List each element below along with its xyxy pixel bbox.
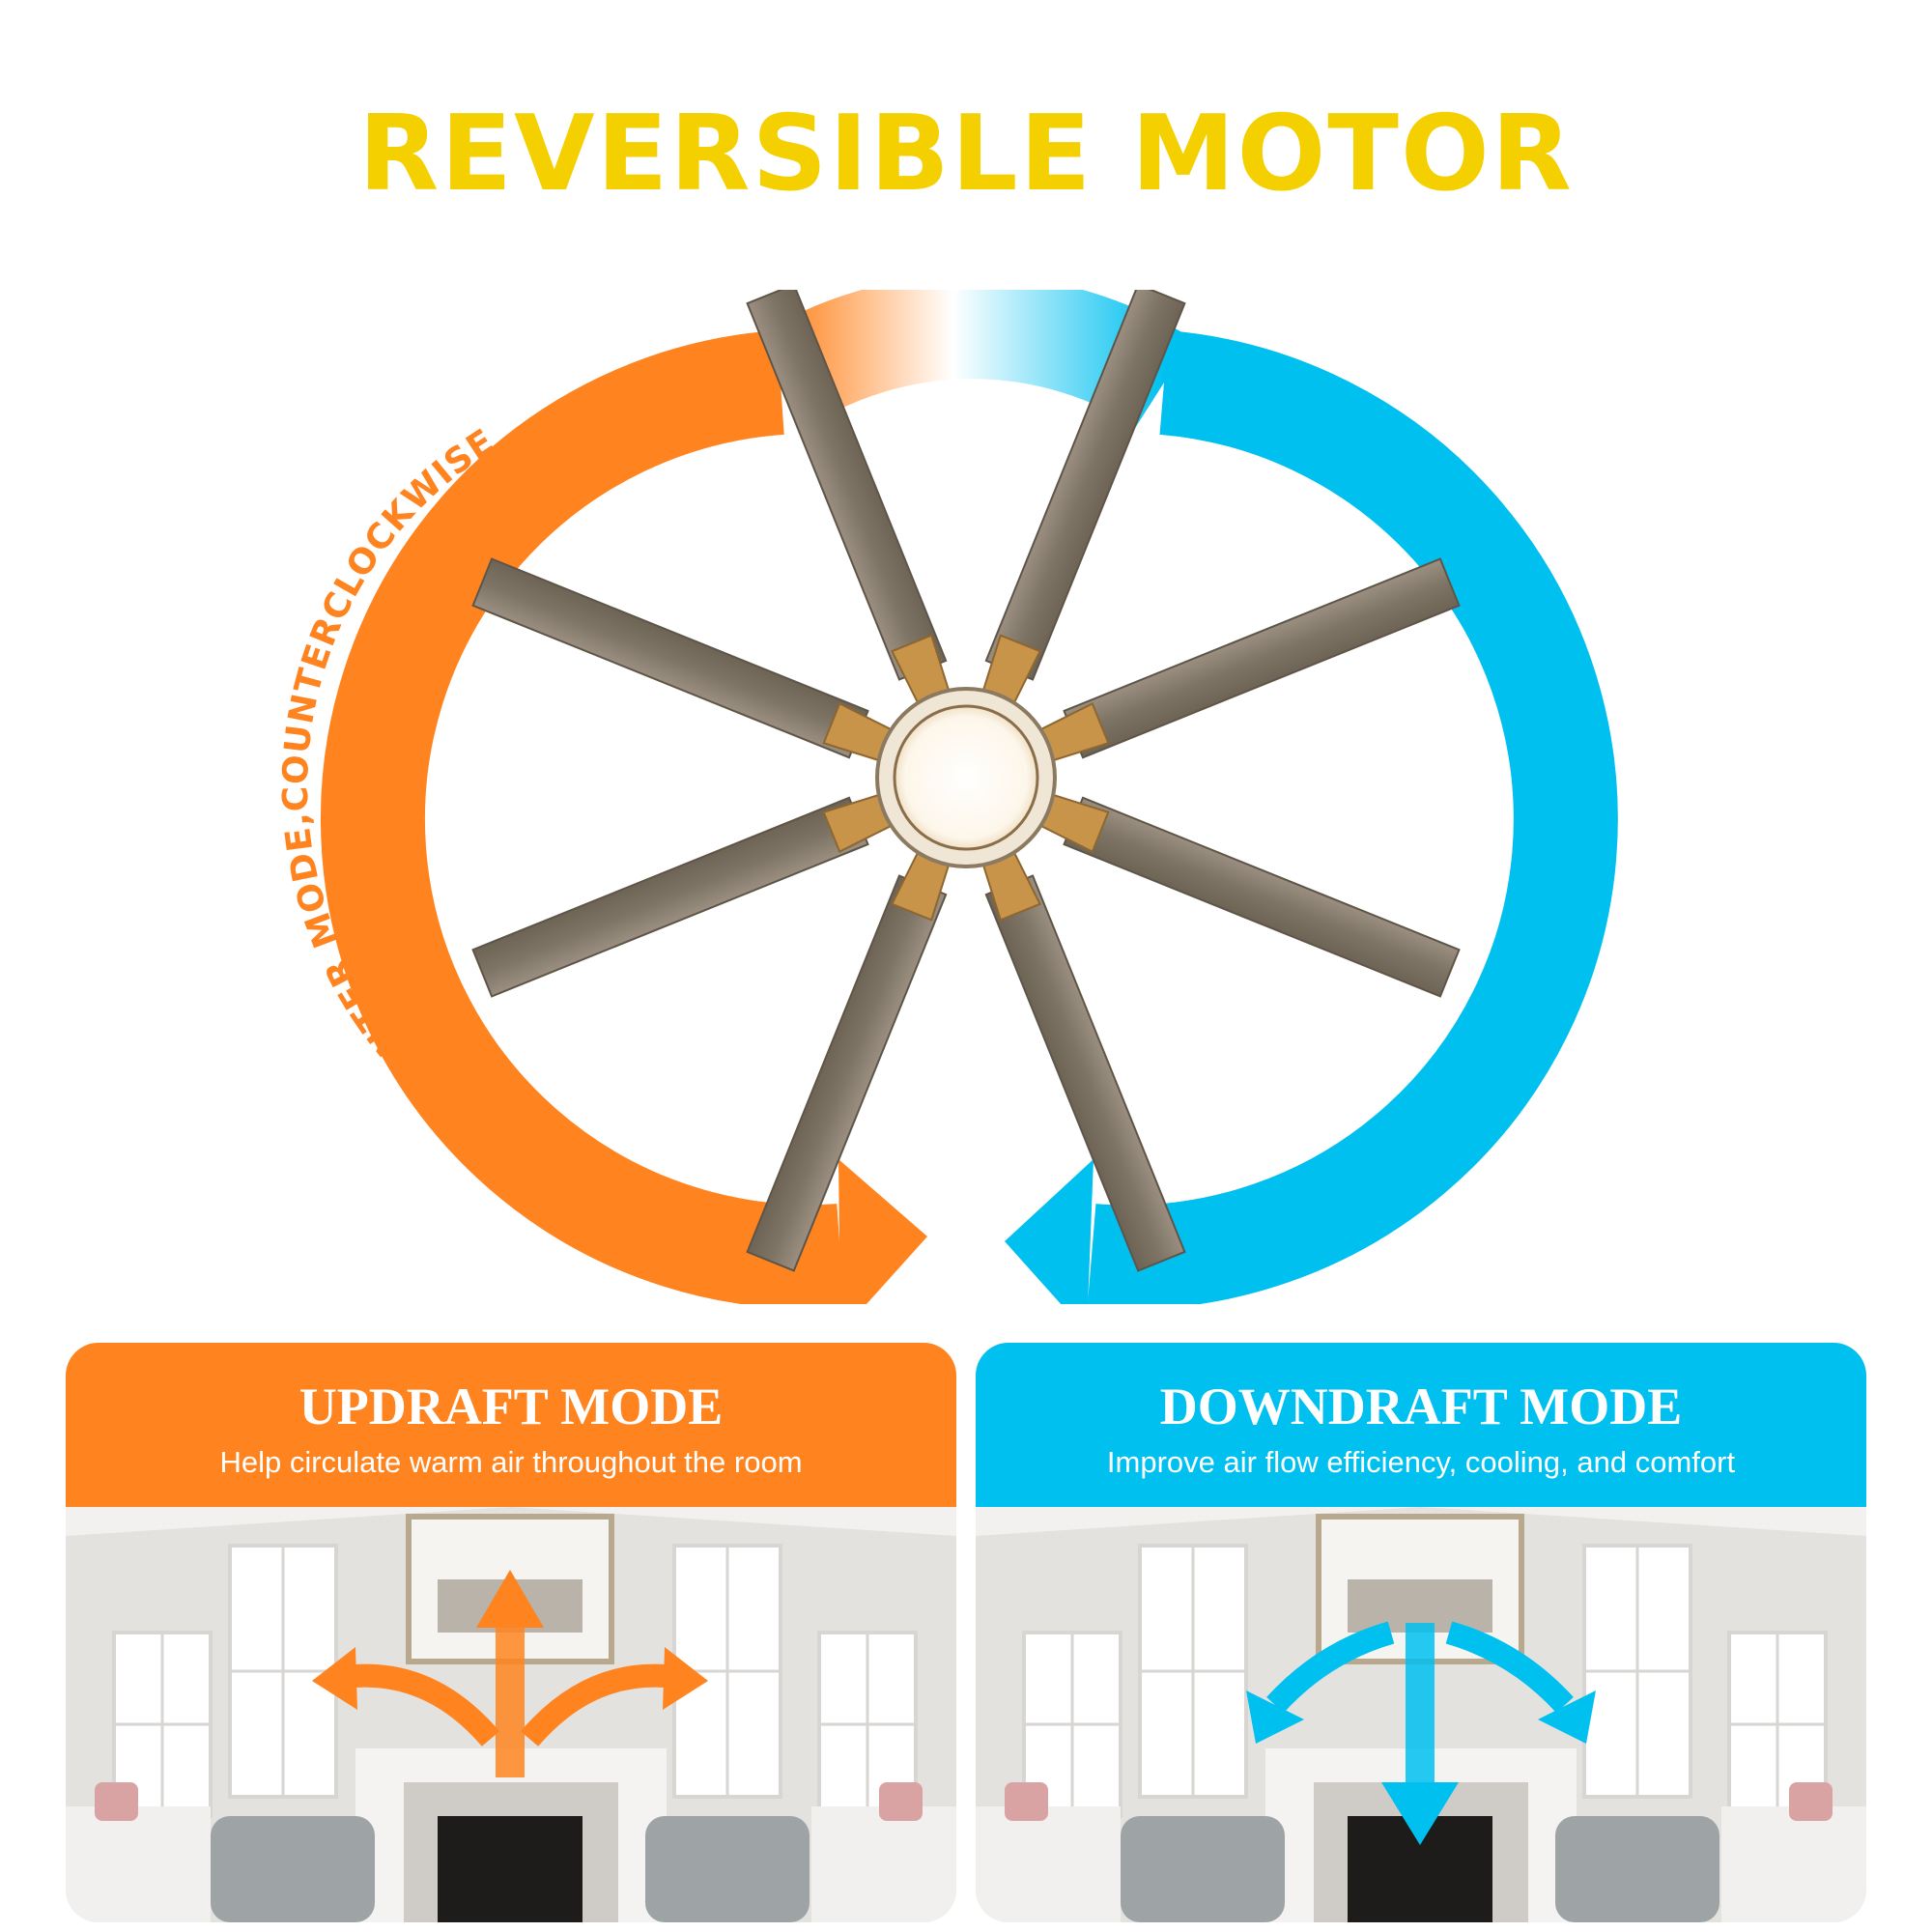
blade — [1063, 557, 1461, 759]
window-seat — [1721, 1806, 1866, 1922]
window-seat — [976, 1806, 1121, 1922]
updraft-title: UPDRAFT MODE — [298, 1378, 724, 1435]
fan-light — [893, 704, 1039, 851]
summer-arc — [1087, 330, 1619, 1304]
blade — [471, 557, 869, 759]
downdraft-arrows — [1246, 1621, 1596, 1845]
updraft-mode-card: UPDRAFT MODE Help circulate warm air thr… — [66, 1343, 956, 1922]
living-room-scene-downdraft — [976, 1507, 1866, 1922]
summer-arrowhead — [1005, 1159, 1094, 1304]
downdraft-subtitle: Improve air flow efficiency, cooling, an… — [1106, 1445, 1736, 1479]
window-seat — [811, 1806, 956, 1922]
winter-arc — [320, 330, 844, 1304]
armchair — [211, 1816, 375, 1922]
armchair — [645, 1816, 810, 1922]
winter-arrowhead — [838, 1159, 927, 1304]
fan-rotation-diagram: WINTER MODE,COUNTERCLOCKWISE SUMMER MODE… — [276, 290, 1619, 1304]
living-room-scene-updraft — [66, 1507, 956, 1922]
armchair — [1121, 1816, 1285, 1922]
window-seat — [66, 1806, 211, 1922]
updraft-card-header: UPDRAFT MODE Help circulate warm air thr… — [66, 1343, 956, 1507]
downdraft-mode-card: DOWNDRAFT MODE Improve air flow efficien… — [976, 1343, 1866, 1922]
downdraft-card-header: DOWNDRAFT MODE Improve air flow efficien… — [976, 1343, 1866, 1507]
page-title: REVERSIBLE MOTOR — [358, 94, 1574, 214]
fireplace-opening — [438, 1816, 582, 1922]
blade — [471, 796, 869, 998]
updraft-arrows — [312, 1570, 708, 1777]
updraft-subtitle: Help circulate warm air throughout the r… — [219, 1445, 803, 1479]
blade — [1063, 796, 1461, 998]
fan-blades — [471, 290, 1461, 1272]
armchair — [1555, 1816, 1719, 1922]
downdraft-title: DOWNDRAFT MODE — [1159, 1378, 1683, 1435]
